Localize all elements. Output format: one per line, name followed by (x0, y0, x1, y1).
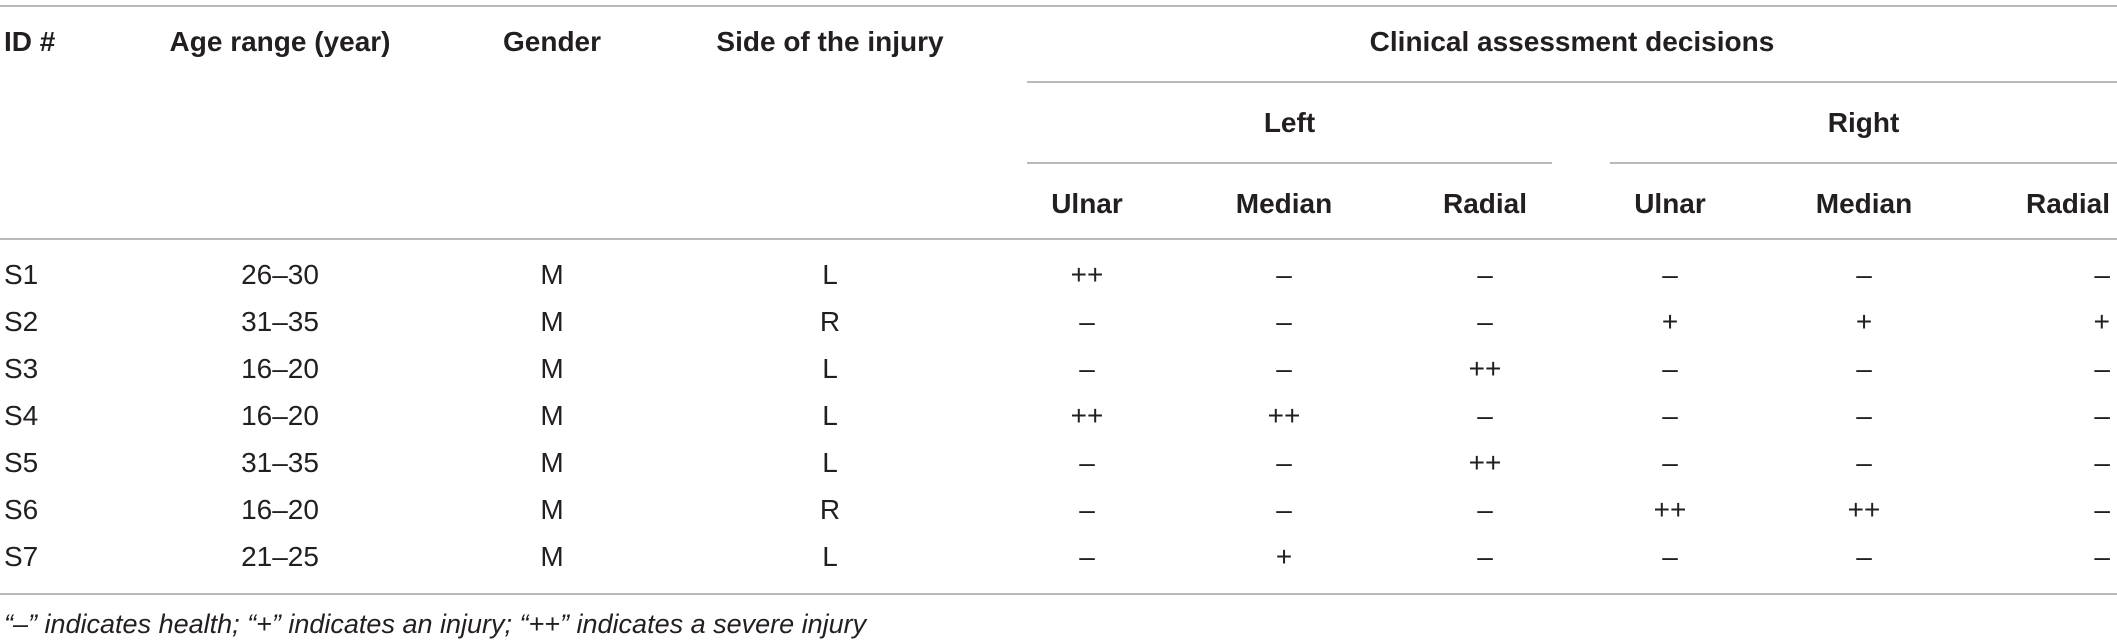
cell-left-ulnar: – (1079, 494, 1095, 525)
cell-left-median: – (1276, 447, 1292, 478)
cell-age: 16–20 (241, 353, 319, 384)
cell-right-median: – (1856, 259, 1872, 290)
cell-left-radial: – (1477, 541, 1493, 572)
header-left-radial: Radial (1442, 188, 1528, 219)
cell-id: S3 (4, 353, 39, 384)
cell-left-ulnar: – (1079, 353, 1095, 384)
cell-left-median: – (1276, 353, 1292, 384)
header-right-radial: Radial (2025, 188, 2110, 219)
cell-right-median: – (1856, 541, 1872, 572)
cell-id: S6 (4, 494, 39, 525)
cell-age: 26–30 (241, 259, 319, 290)
cell-age: 16–20 (241, 494, 319, 525)
cell-right-median: – (1856, 353, 1872, 384)
cell-side: L (822, 400, 838, 431)
cell-right-median: + (1855, 306, 1873, 337)
cell-gender: M (540, 259, 564, 290)
header-gender: Gender (502, 26, 602, 57)
cell-left-median: – (1276, 259, 1292, 290)
cell-gender: M (540, 353, 564, 384)
cell-right-radial: – (2094, 259, 2110, 290)
cell-right-ulnar: – (1662, 541, 1678, 572)
cell-left-median: + (1275, 541, 1293, 572)
cell-left-radial: ++ (1468, 353, 1502, 384)
header-age-range: Age range (year) (169, 26, 391, 57)
cell-side: R (819, 306, 841, 337)
cell-left-ulnar: ++ (1070, 400, 1104, 431)
right-group-underline (1610, 162, 2117, 164)
header-left-ulnar: Ulnar (1051, 188, 1123, 219)
cell-age: 16–20 (241, 400, 319, 431)
cell-gender: M (540, 541, 564, 572)
cell-right-radial: – (2094, 494, 2110, 525)
cell-age: 31–35 (241, 447, 319, 478)
cell-right-ulnar: + (1661, 306, 1679, 337)
table-footnote: “–” indicates health; “+” indicates an i… (4, 609, 867, 639)
cell-id: S7 (4, 541, 39, 572)
cell-right-ulnar: – (1662, 259, 1678, 290)
cell-left-radial: ++ (1468, 447, 1502, 478)
cell-gender: M (540, 306, 564, 337)
cell-left-ulnar: – (1079, 541, 1095, 572)
clinical-underline (1027, 81, 2117, 83)
cell-id: S5 (4, 447, 39, 478)
header-side-of-injury: Side of the injury (716, 26, 944, 57)
header-clinical-assessment: Clinical assessment decisions (1369, 26, 1775, 57)
table-bottom-rule (0, 593, 2117, 595)
cell-right-ulnar: – (1662, 447, 1678, 478)
cell-left-radial: – (1477, 259, 1493, 290)
cell-left-ulnar: – (1079, 447, 1095, 478)
cell-side: L (822, 259, 838, 290)
cell-right-median: – (1856, 447, 1872, 478)
cell-age: 31–35 (241, 306, 319, 337)
cell-gender: M (540, 494, 564, 525)
header-right-median: Median (1815, 188, 1913, 219)
cell-left-radial: – (1477, 306, 1493, 337)
cell-side: L (822, 353, 838, 384)
cell-right-radial: – (2094, 400, 2110, 431)
cell-left-radial: – (1477, 400, 1493, 431)
cell-id: S4 (4, 400, 39, 431)
cell-left-radial: – (1477, 494, 1493, 525)
cell-right-radial: – (2094, 541, 2110, 572)
header-right-ulnar: Ulnar (1634, 188, 1706, 219)
cell-right-median: ++ (1847, 494, 1881, 525)
cell-right-ulnar: – (1662, 400, 1678, 431)
header-right-group: Right (1827, 107, 1900, 138)
cell-right-ulnar: ++ (1653, 494, 1687, 525)
cell-right-ulnar: – (1662, 353, 1678, 384)
cell-left-median: – (1276, 494, 1292, 525)
cell-side: L (822, 541, 838, 572)
cell-left-ulnar: ++ (1070, 259, 1104, 290)
cell-left-ulnar: – (1079, 306, 1095, 337)
cell-side: R (819, 494, 841, 525)
cell-left-median: – (1276, 306, 1292, 337)
cell-right-median: – (1856, 400, 1872, 431)
cell-id: S2 (4, 306, 39, 337)
cell-right-radial: – (2094, 353, 2110, 384)
cell-right-radial: + (2093, 306, 2110, 337)
header-left-median: Median (1235, 188, 1333, 219)
cell-side: L (822, 447, 838, 478)
cell-age: 21–25 (241, 541, 319, 572)
cell-right-radial: – (2094, 447, 2110, 478)
cell-gender: M (540, 447, 564, 478)
cell-left-median: ++ (1267, 400, 1301, 431)
top-rule (0, 5, 2117, 7)
header-left-group: Left (1263, 107, 1316, 138)
cell-id: S1 (4, 259, 39, 290)
header-id: ID # (4, 26, 56, 57)
header-bottom-rule (0, 238, 2117, 240)
cell-gender: M (540, 400, 564, 431)
left-group-underline (1027, 162, 1552, 164)
